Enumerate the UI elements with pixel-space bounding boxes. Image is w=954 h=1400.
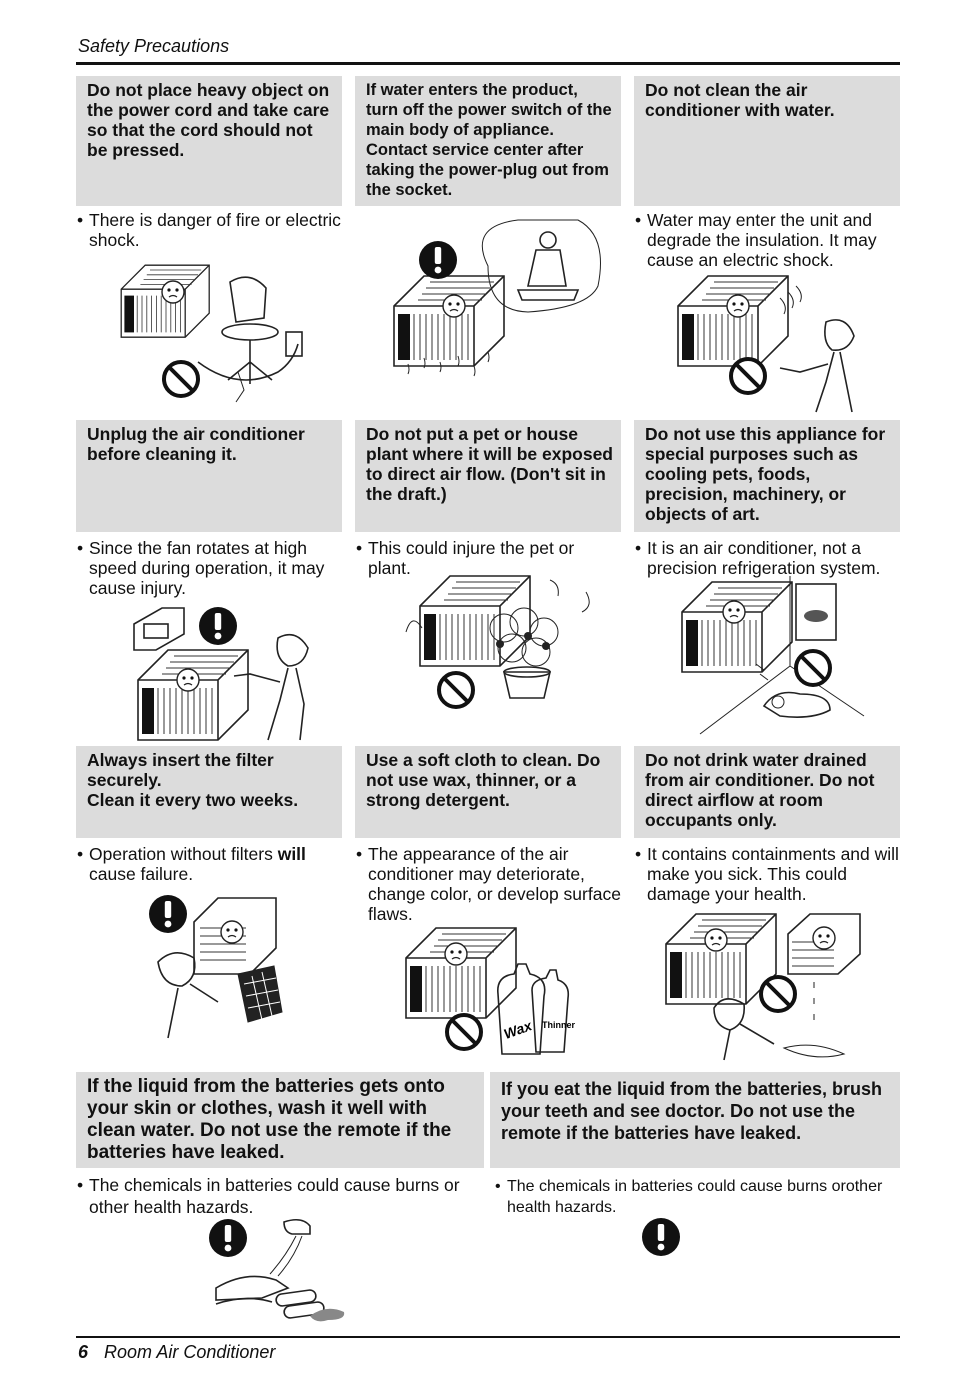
warning-box-soft-cloth: Use a soft cloth to clean. Do not use wa… (355, 746, 621, 838)
page-footer: 6 Room Air Conditioner (78, 1342, 275, 1363)
bullet-text: It is an air conditioner, not a precisio… (647, 538, 881, 578)
bullet-symbol: • (77, 844, 84, 864)
warning-box-heavy-object: Do not place heavy object on the power c… (76, 76, 342, 206)
bullet-symbol: • (635, 210, 642, 230)
illustration-water-in-product (388, 216, 608, 381)
prohibition-icon (729, 357, 767, 395)
warning-box-special-purposes: Do not use this appliance for special pu… (634, 420, 900, 532)
bullet-text: Since the fan rotates at high speed duri… (89, 538, 325, 598)
illustration-drain-water (664, 908, 874, 1062)
page-header-title: Safety Precautions (78, 36, 230, 56)
bullet-pet-plant-injury: •This could injure the pet or plant. (355, 538, 621, 578)
bullet-symbol: • (356, 538, 363, 558)
footer-title: Room Air Conditioner (104, 1342, 276, 1362)
bullet-battery-burns-2: • The chemicals in batteries could cause … (494, 1176, 898, 1218)
header-rule (76, 62, 900, 65)
warning-box-drain-water: Do not drink water drained from air cond… (634, 746, 900, 838)
bullet-text: The chemicals in batteries could cause b… (89, 1175, 460, 1217)
exclamation-icon (199, 607, 237, 645)
warning-box-pet-plant: Do not put a pet or house plant where it… (355, 420, 621, 532)
illustration-battery-wash (206, 1216, 356, 1326)
exclamation-icon (209, 1219, 247, 1257)
bullet-text: This could injure the pet or plant. (368, 538, 575, 578)
bullet-battery-burns-1: •The chemicals in batteries could cause … (76, 1174, 484, 1218)
bullet-symbol: • (77, 538, 84, 558)
exclamation-icon (419, 241, 457, 279)
bullet-symbol: • (495, 1178, 501, 1195)
bullet-not-precision: •It is an air conditioner, not a precisi… (634, 538, 900, 578)
illustration-cleaning-with-water (676, 272, 866, 414)
bullet-symbol: • (356, 844, 363, 864)
warning-box-clean-with-water: Do not clean the air conditioner with wa… (634, 76, 900, 206)
exclamation-icon (642, 1218, 680, 1256)
prohibition-icon (437, 671, 475, 709)
illustration-heavy-object-on-cord (118, 262, 318, 407)
illustration-pet-plant (400, 572, 600, 718)
bottle-label-wax: Wax (502, 1017, 535, 1042)
bullet-text: It contains containments and will make y… (647, 844, 899, 904)
prohibition-icon (794, 649, 832, 687)
bullet-text-post: cause failure. (89, 864, 194, 884)
bullet-text: The chemicals in batteries could cause b… (507, 1178, 883, 1216)
bottle-label-thinner: Thinner (542, 1020, 575, 1030)
bullet-symbol: • (77, 1175, 84, 1195)
prohibition-icon (759, 975, 797, 1013)
exclamation-icon (149, 895, 187, 933)
bullet-text: Water may enter the unit and degrade the… (647, 210, 877, 270)
page-number: 6 (78, 1342, 89, 1362)
bullet-text: The appearance of the air conditioner ma… (368, 844, 621, 924)
bullet-symbol: • (77, 210, 84, 230)
warning-box-battery-eat: If you eat the liquid from the batteries… (490, 1072, 900, 1168)
illustration-special-purposes (680, 576, 876, 736)
warning-box-water-enters: If water enters the product, turn off th… (355, 76, 621, 206)
illustration-wax-thinner: Wax Thinner (404, 924, 575, 1060)
bullet-text: There is danger of fire or electric shoc… (89, 210, 341, 250)
warning-box-unplug: Unplug the air conditioner before cleani… (76, 420, 342, 532)
footer-rule (76, 1336, 900, 1338)
bullet-fan-injury: •Since the fan rotates at high speed dur… (76, 538, 342, 598)
warning-box-battery-skin: If the liquid from the batteries gets on… (76, 1072, 484, 1168)
bullet-text-bold: will (277, 844, 306, 864)
illustration-battery-eat (640, 1216, 684, 1260)
illustration-unplug (132, 604, 332, 744)
bullet-fire-shock: •There is danger of fire or electric sho… (76, 210, 342, 250)
bullet-filter-failure: •Operation without filters will cause fa… (76, 844, 342, 884)
warning-box-filter: Always insert the filter securely. Clean… (76, 746, 342, 838)
prohibition-icon (445, 1013, 483, 1051)
bullet-symbol: • (635, 538, 642, 558)
bullet-surface-flaws: •The appearance of the air conditioner m… (355, 844, 621, 924)
illustration-filter (138, 892, 288, 1040)
prohibition-icon (162, 360, 200, 398)
bullet-insulation: •Water may enter the unit and degrade th… (634, 210, 900, 270)
filter-heading-line-2: Clean it every two weeks. (87, 790, 299, 810)
bullet-health-damage: •It contains containments and will make … (634, 844, 900, 904)
bullet-symbol: • (635, 844, 642, 864)
bullet-text-pre: Operation without filters (89, 844, 278, 864)
filter-heading-line-1: Always insert the filter securely. (87, 750, 274, 790)
